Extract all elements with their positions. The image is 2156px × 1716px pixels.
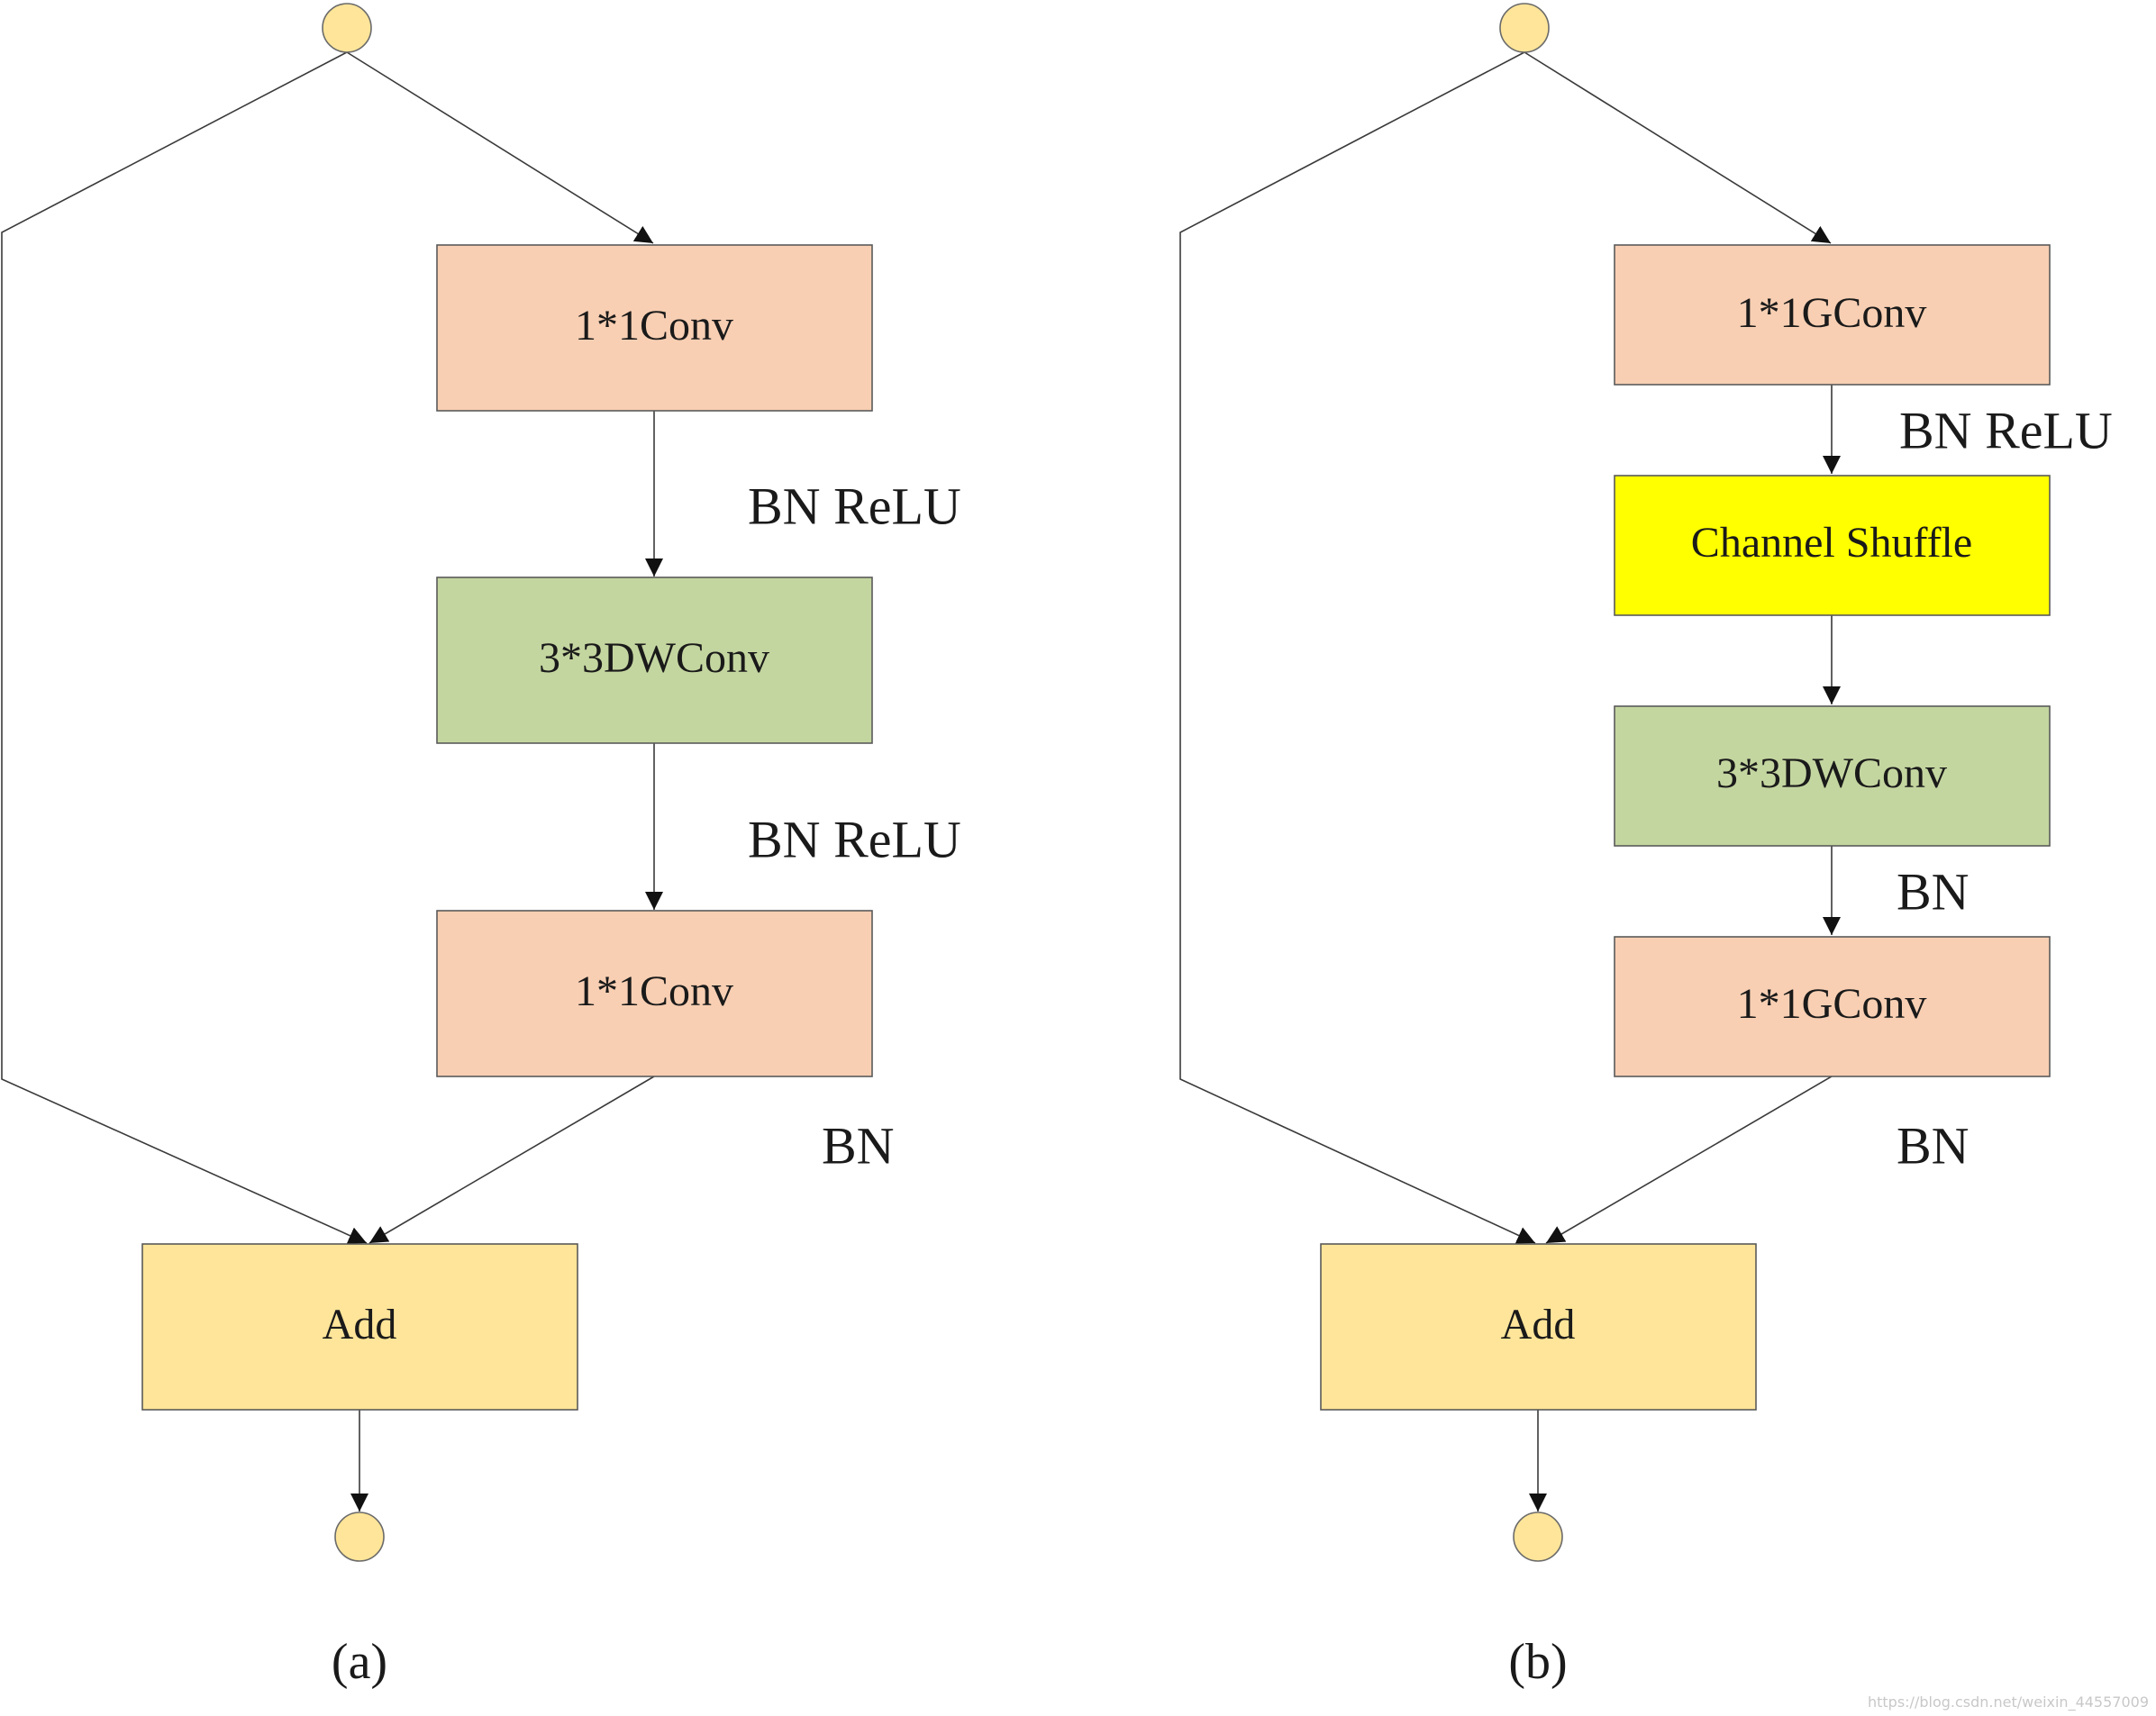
edge-a-shortcut	[1, 51, 368, 1244]
channel-shuffle-box-b	[1614, 475, 2051, 616]
bn-relu-label-b: BN ReLU	[1899, 401, 2113, 459]
edge-b-shortcut	[1179, 51, 1536, 1244]
panel-b: 1*1GConv Channel Shuffle 3*3DWConv 1*1GC…	[1179, 3, 2113, 1690]
bn-label-a: BN	[822, 1116, 895, 1175]
panel-a: 1*1Conv 3*3DWConv 1*1Conv Add BN ReLU BN…	[1, 3, 961, 1690]
add-label-b: Add	[1501, 1301, 1576, 1348]
caption-a: (a)	[332, 1634, 387, 1690]
add-box-a	[141, 1243, 578, 1411]
gconv1x1-box-b-top	[1614, 244, 2051, 386]
channel-shuffle-label-b: Channel Shuffle	[1691, 519, 1972, 567]
dwconv-box-b	[1614, 705, 2051, 847]
gconv1x1-box-b-bottom	[1614, 936, 2051, 1077]
dwconv-label-b: 3*3DWConv	[1716, 749, 1947, 797]
conv1x1-box-a-top	[436, 244, 873, 412]
gconv1x1-label-b-top: 1*1GConv	[1737, 289, 1927, 337]
input-node-a	[322, 3, 372, 53]
bn-label-b-1: BN	[1897, 862, 1970, 921]
watermark-text: https://blog.csdn.net/weixin_44557009	[1868, 1693, 2149, 1711]
output-node-a	[334, 1512, 385, 1562]
edge-b-input-to-box1	[1524, 51, 1832, 244]
add-label-a: Add	[323, 1301, 397, 1348]
dwconv-label-a: 3*3DWConv	[539, 634, 769, 682]
edge-b-box4-to-add	[1545, 1076, 1833, 1244]
add-box-b	[1320, 1243, 1757, 1411]
output-node-b	[1513, 1512, 1563, 1562]
bn-relu-label-a-1: BN ReLU	[748, 477, 961, 535]
dwconv-box-a	[436, 577, 873, 744]
conv1x1-label-a-top: 1*1Conv	[575, 302, 733, 350]
conv1x1-box-a-bottom	[436, 910, 873, 1077]
bn-relu-label-a-2: BN ReLU	[748, 810, 961, 868]
input-node-b	[1499, 3, 1550, 53]
conv1x1-label-a-bottom: 1*1Conv	[575, 967, 733, 1015]
edge-a-input-to-box1	[346, 51, 654, 244]
gconv1x1-label-b-bottom: 1*1GConv	[1737, 980, 1927, 1028]
caption-b: (b)	[1508, 1634, 1567, 1690]
bn-label-b-2: BN	[1897, 1116, 1970, 1175]
edge-a-box3-to-add	[368, 1076, 655, 1244]
